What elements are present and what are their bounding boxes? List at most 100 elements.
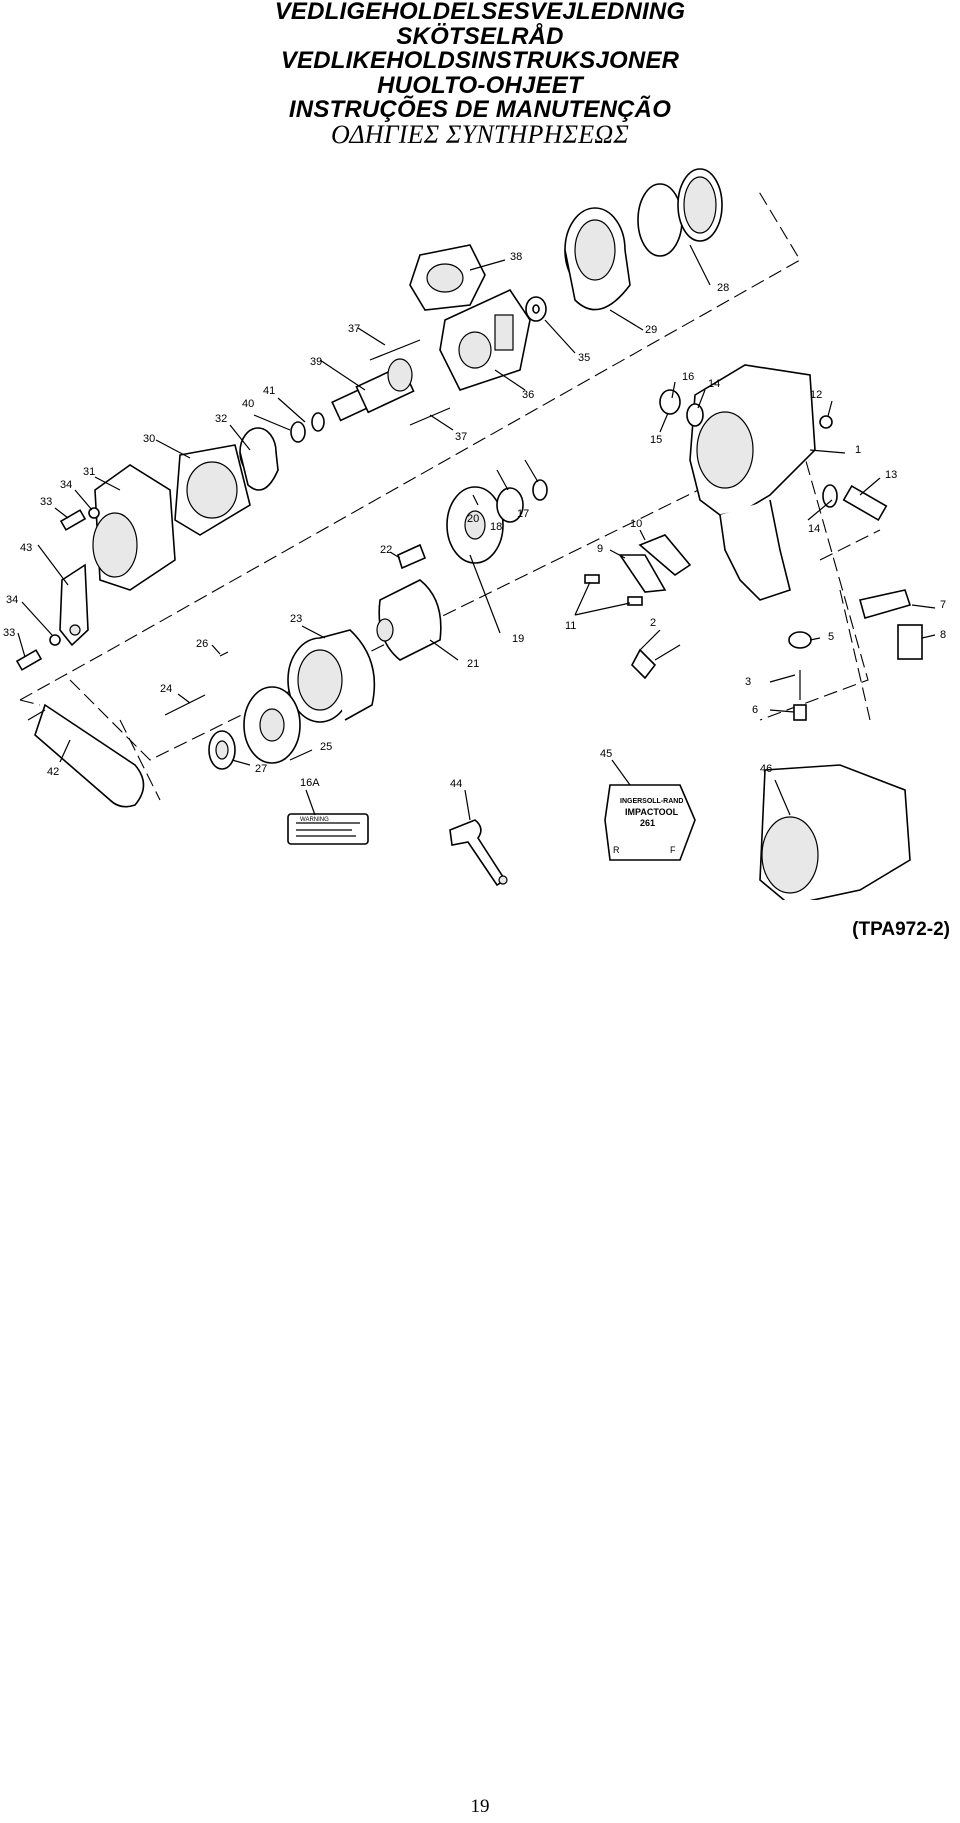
callout-23: 23 xyxy=(290,613,302,625)
callout-31: 31 xyxy=(83,466,95,478)
callout-11: 11 xyxy=(565,620,576,632)
part-12-plug xyxy=(819,415,833,429)
callout-10: 10 xyxy=(630,518,642,530)
callout-8: 8 xyxy=(940,629,946,641)
title-portuguese: INSTRUÇÕES DE MANUTENÇÃO xyxy=(288,96,672,123)
part-7-8-inlet xyxy=(859,589,923,660)
callout-2: 2 xyxy=(650,617,656,629)
callout-6: 6 xyxy=(752,704,758,716)
part-21-rotor xyxy=(376,579,442,661)
part-19-20-end-plate xyxy=(446,486,504,564)
callout-26: 26 xyxy=(196,638,208,650)
figure-reference: (TPA972-2) xyxy=(852,919,950,940)
callout-19: 19 xyxy=(512,633,524,645)
callout-25: 25 xyxy=(320,741,332,753)
callout-36: 36 xyxy=(522,389,534,401)
title-norwegian: VEDLIKEHOLDSINSTRUKSJONER xyxy=(280,47,680,74)
part-30-gasket xyxy=(174,444,251,536)
part-17-18-bearing xyxy=(496,479,548,523)
nameplate-reverse: R xyxy=(613,845,620,855)
part-46-protective-boot xyxy=(759,764,911,900)
callout-29: 29 xyxy=(645,324,657,336)
part-25-rear-end-plate xyxy=(243,686,301,764)
part-23-cylinder xyxy=(287,629,376,723)
callout-14b: 14 xyxy=(808,523,820,535)
callout-37b: 37 xyxy=(455,431,467,443)
callout-22: 22 xyxy=(380,544,392,556)
callout-33b: 33 xyxy=(3,627,15,639)
part-31-front-housing xyxy=(92,464,176,591)
callout-45: 45 xyxy=(600,748,612,760)
part-43-bracket xyxy=(59,563,89,647)
part-14-15-16-regulator xyxy=(659,389,704,427)
callout-17: 17 xyxy=(517,508,529,520)
part-39-anvil xyxy=(331,358,415,422)
part-29-hammer-case xyxy=(564,207,631,311)
warning-label-text: WARNING xyxy=(300,817,329,823)
part-1-motor-housing xyxy=(689,364,816,601)
part-28-gasket-rings xyxy=(637,168,723,257)
part-32-bushing xyxy=(239,427,279,491)
callout-44: 44 xyxy=(450,778,462,790)
callout-39: 39 xyxy=(310,356,322,368)
part-35-washer xyxy=(525,296,547,322)
title-danish: VEDLIGEHOLDELSESVEJLEDNING xyxy=(274,0,686,25)
title-swedish: SKÖTSELRÅD xyxy=(396,22,564,50)
part-45-nameplate: INGERSOLL-RAND IMPACTOOL 261 R F xyxy=(604,784,696,861)
part-24-26-pins xyxy=(164,651,229,716)
callout-1: 1 xyxy=(855,444,861,456)
part-36-hammer-frame xyxy=(439,288,531,391)
title-finnish: HUOLTO-OHJEET xyxy=(377,71,583,99)
callout-15: 15 xyxy=(650,434,662,446)
leader-lines xyxy=(17,244,936,821)
callout-46: 46 xyxy=(760,763,772,775)
callout-27: 27 xyxy=(255,763,267,775)
callout-24: 24 xyxy=(160,683,172,695)
callout-13: 13 xyxy=(885,469,897,481)
callout-labels: 1 2 3 5 6 7 8 9 10 11 12 13 14 14 15 16 … xyxy=(3,251,946,790)
part-37-pins xyxy=(369,339,451,426)
page-number: 19 xyxy=(470,1796,490,1817)
callout-16: 16 xyxy=(682,371,694,383)
part-13-reverse-valve xyxy=(822,484,888,522)
part-16a-warning-label: WARNING xyxy=(287,813,369,845)
callout-38: 38 xyxy=(510,251,522,263)
callout-12: 12 xyxy=(810,389,822,401)
callout-28: 28 xyxy=(717,282,729,294)
part-27-bearing xyxy=(208,730,236,770)
callout-18: 18 xyxy=(490,521,502,533)
part-2-trigger xyxy=(631,644,681,680)
callout-7: 7 xyxy=(940,599,946,611)
part-42-side-handle xyxy=(27,703,145,808)
part-33-34-bolt-top xyxy=(59,507,100,531)
callout-37a: 37 xyxy=(348,323,360,335)
callout-16a: 16A xyxy=(300,777,320,789)
title-greek: ΟΔΗΓΙΕΣ ΣΥΝΤΗΡΗΣΕΩΣ xyxy=(331,119,629,149)
part-9-10-11-trigger-lever xyxy=(584,534,692,606)
assembly-boundary xyxy=(19,189,881,801)
exploded-view-diagram: WARNING INGERSOLL-RAND IMPACTOOL 261 R F xyxy=(3,168,946,900)
part-33-34-bolt-bottom xyxy=(15,634,61,671)
callout-3: 3 xyxy=(745,676,751,688)
nameplate-brand: INGERSOLL-RAND xyxy=(620,798,683,805)
callout-43: 43 xyxy=(20,542,32,554)
callout-34a: 34 xyxy=(60,479,72,491)
part-40-41-rings xyxy=(290,412,325,443)
callout-33a: 33 xyxy=(40,496,52,508)
callout-40: 40 xyxy=(242,398,254,410)
callout-30: 30 xyxy=(143,433,155,445)
callout-41: 41 xyxy=(263,385,275,397)
callout-32: 32 xyxy=(215,413,227,425)
part-22-vane xyxy=(397,543,427,570)
nameplate-forward: F xyxy=(670,845,676,855)
callout-35: 35 xyxy=(578,352,590,364)
callout-9: 9 xyxy=(597,543,603,555)
nameplate-model: 261 xyxy=(640,818,655,828)
callout-34b: 34 xyxy=(6,594,18,606)
nameplate-product: IMPACTOOL xyxy=(625,807,679,817)
part-38-hex-nut xyxy=(409,244,486,311)
part-44-wrench xyxy=(449,819,508,887)
title-block: VEDLIGEHOLDELSESVEJLEDNING SKÖTSELRÅD VE… xyxy=(0,0,960,147)
callout-42: 42 xyxy=(47,766,59,778)
callout-21: 21 xyxy=(467,658,479,670)
